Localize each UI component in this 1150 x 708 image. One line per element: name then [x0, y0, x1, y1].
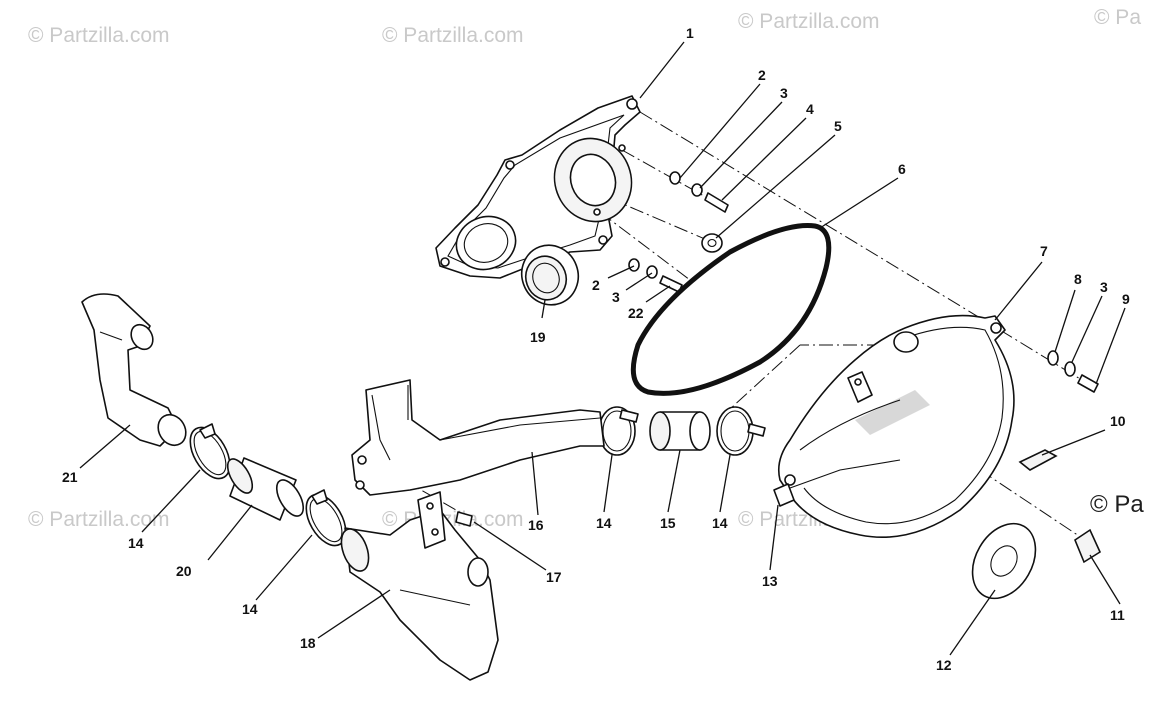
callout-6: 6: [898, 161, 906, 177]
callout-14: 14: [596, 515, 612, 531]
callout-14: 14: [242, 601, 258, 617]
callout-14: 14: [128, 535, 144, 551]
watermark-layer: © Partzilla.com © Partzilla.com © Partzi…: [28, 6, 1144, 531]
outer-cover: [777, 314, 1015, 538]
hose-clamp: [189, 423, 231, 480]
upper-fasteners: [628, 171, 729, 293]
callout-8: 8: [1074, 271, 1082, 287]
drain-plug: [773, 483, 795, 507]
callout-12: 12: [936, 657, 952, 673]
callout-9: 9: [1122, 291, 1130, 307]
hose-clamp: [716, 406, 766, 456]
callout-15: 15: [660, 515, 676, 531]
callout-1: 1: [686, 25, 694, 41]
watermark-text: © Partzilla.com: [738, 10, 880, 33]
outer-cover-fasteners: [1047, 350, 1099, 393]
air-duct: [351, 379, 605, 496]
connector-boot: [226, 457, 305, 521]
callout-10: 10: [1110, 413, 1126, 429]
callout-4: 4: [806, 101, 814, 117]
callout-17: 17: [546, 569, 562, 585]
intake-elbow-duct: [81, 293, 187, 447]
watermark-text: © Partzilla.com: [382, 24, 524, 47]
leader-lines: [79, 41, 1126, 656]
callout-3: 3: [780, 85, 788, 101]
drive-belt: [630, 223, 832, 396]
hose-clamp: [305, 489, 347, 547]
watermark-text: © Partzilla.com: [28, 24, 170, 47]
watermark-text: © Pa: [1094, 6, 1141, 29]
gasket-washer: [971, 522, 1037, 600]
callout-labels: 1 2 3 4 5 6 2 3 22 19 7 8 3 9 10 11 12 1…: [62, 25, 1130, 673]
callout-3: 3: [612, 289, 620, 305]
decal: [1018, 449, 1058, 471]
callout-22: 22: [628, 305, 644, 321]
callout-11: 11: [1110, 607, 1125, 623]
callout-3: 3: [1100, 279, 1108, 295]
callout-20: 20: [176, 563, 192, 579]
callout-2: 2: [758, 67, 766, 83]
screw: [455, 511, 473, 527]
callout-16: 16: [528, 517, 544, 533]
watermark-text: © Pa: [1090, 491, 1144, 518]
seal-ring: [520, 244, 580, 306]
callout-19: 19: [530, 329, 546, 345]
air-box: [340, 491, 499, 681]
label-plate: [1074, 528, 1102, 564]
callout-2: 2: [592, 277, 600, 293]
callout-14: 14: [712, 515, 728, 531]
callout-5: 5: [834, 118, 842, 134]
inner-cover-plate: [435, 95, 641, 279]
callout-7: 7: [1040, 243, 1048, 259]
connector-boot: [649, 411, 711, 451]
callout-13: 13: [762, 573, 778, 589]
callout-21: 21: [62, 469, 78, 485]
watermark-text: © Partzilla.com: [28, 508, 170, 531]
hose-clamp: [598, 406, 639, 456]
callout-18: 18: [300, 635, 316, 651]
